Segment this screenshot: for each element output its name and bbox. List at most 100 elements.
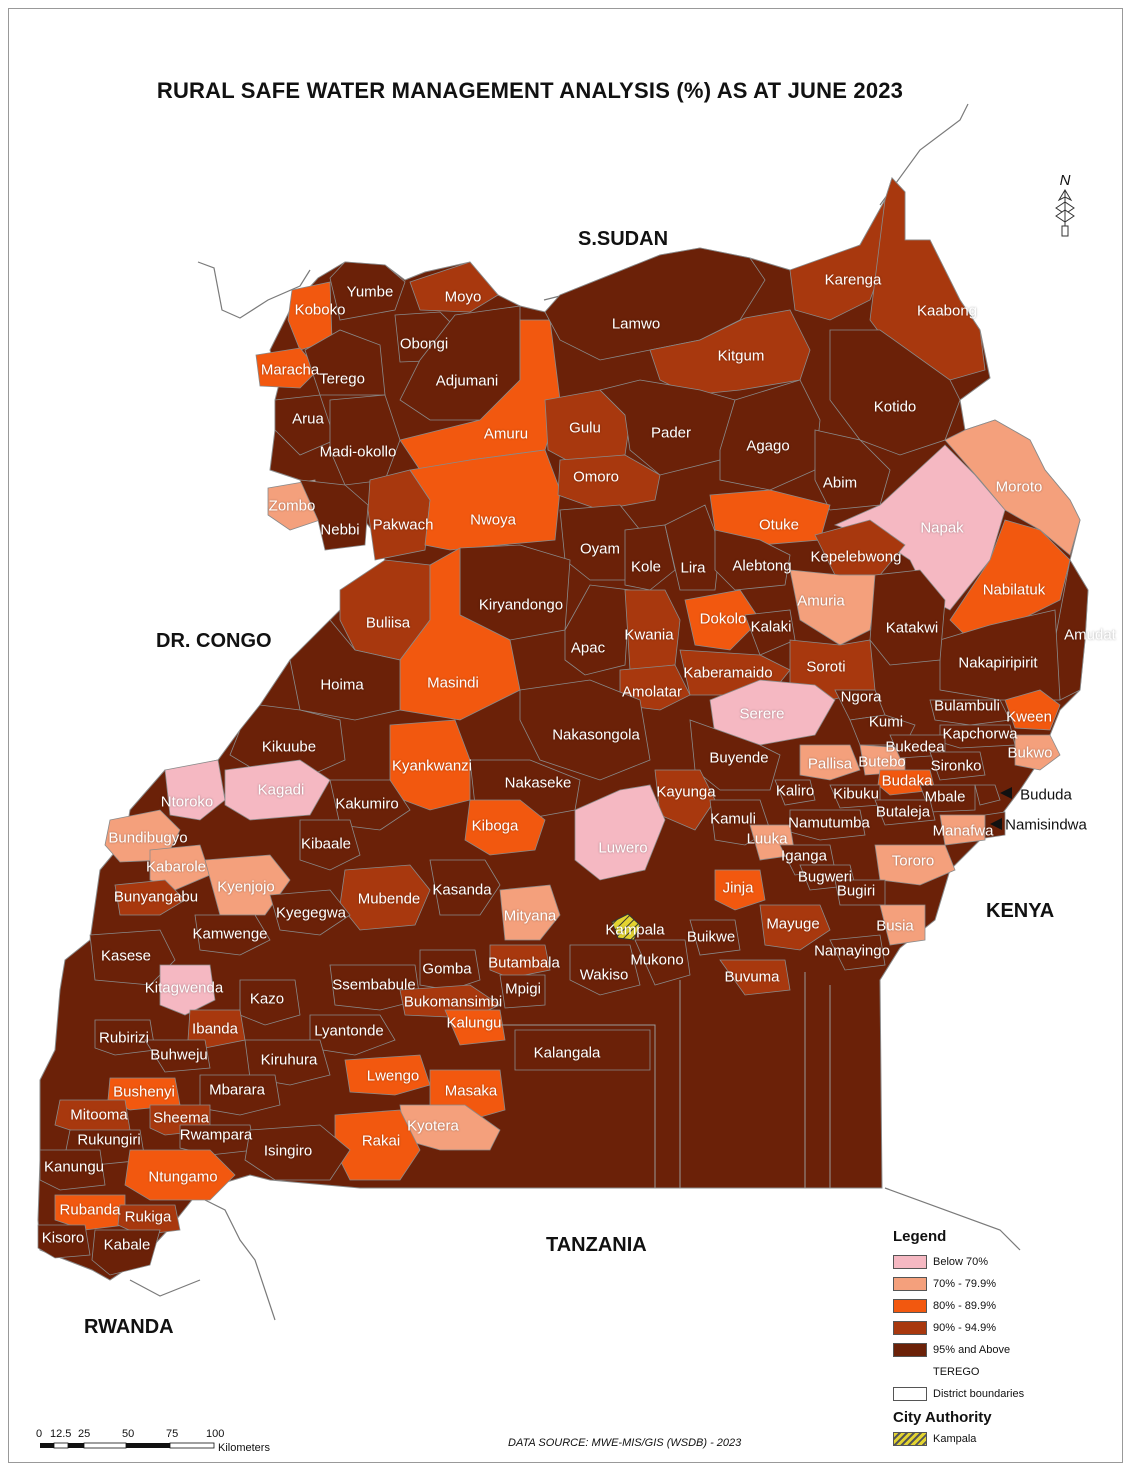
district-label-mbarara: Mbarara [209,1081,265,1099]
district-label-nwoya: Nwoya [470,511,516,529]
district-label-wakiso: Wakiso [579,966,629,984]
district-isingiro [244,1124,351,1181]
district-kiruhura [244,1039,331,1086]
district-label-agago: Agago [746,437,790,455]
district-label-buvuma: Buvuma [724,968,780,986]
district-label-katakwi: Katakwi [885,619,939,637]
district-wakiso [569,944,641,996]
district-kepelebwong [814,519,906,576]
district-ntungamo [124,1149,236,1201]
district-label-pakwach: Pakwach [372,516,434,534]
data-source: DATA SOURCE: MWE-MIS/GIS (WSDB) - 2023 [508,1437,742,1449]
legend-row-90-94: 90% - 94.9% [893,1317,1043,1339]
district-lamwo [544,247,766,361]
country-label-dr-congo: DR. CONGO [156,630,272,652]
district-label-isingiro: Isingiro [263,1142,313,1160]
district-dokolo [684,589,761,651]
legend-label: 70% - 79.9% [933,1278,996,1290]
district-label-moyo: Moyo [444,288,482,306]
district-label-kyenjojo: Kyenjojo [217,878,275,896]
district-label-omoro: Omoro [573,468,619,486]
district-amuria [789,569,881,646]
district-kitagwenda [159,964,216,1016]
district-bududa [974,784,1001,806]
district-busia [879,904,926,946]
district-label-bududa: Bududa [1020,786,1072,804]
district-rubanda [54,1194,126,1231]
district-label-tororo: Tororo [891,852,935,870]
district-kween [1004,689,1061,731]
district-label-adjumani: Adjumani [435,372,499,390]
north-arrow-icon [1055,189,1075,237]
legend-label: District boundaries [933,1388,1025,1400]
district-mukono [634,939,691,986]
district-label-manafwa: Manafwa [932,822,994,840]
district-rwampara [179,1124,256,1156]
district-label-mpigi: Mpigi [505,980,541,998]
district-label-yumbe: Yumbe [346,283,394,301]
scale-bar [40,1442,215,1449]
country-label-s-sudan: S.SUDAN [578,228,669,250]
district-butambala [489,944,551,979]
legend-swatch [893,1343,927,1357]
legend-terego: TEREGO [933,1366,980,1378]
district-label-kibuku: Kibuku [833,785,879,803]
district-label-bugweri: Bugweri [797,868,853,886]
district-label-apac: Apac [570,639,606,657]
legend-row-boundaries: District boundaries [893,1383,1043,1405]
district-arua [274,394,336,456]
district-label-mbale: Mbale [924,788,966,806]
district-manafwa [939,814,986,846]
scale-tick: 12.5 [50,1428,72,1440]
international-borders [129,103,1021,1321]
country-label-tanzania: TANZANIA [546,1234,647,1256]
district-terego [304,329,386,396]
district-label-amolatar: Amolatar [621,683,683,701]
district-ssembabule [329,964,421,1011]
district-label-bushenyi: Bushenyi [113,1083,175,1101]
kampala-area [611,913,641,941]
district-label-napak: Napak [920,519,964,537]
district-kagadi [224,759,331,821]
district-label-ntungamo: Ntungamo [148,1168,218,1186]
district-label-ssembabule: Ssembabule [332,976,416,994]
district-label-soroti: Soroti [806,658,846,676]
district-label-mukono: Mukono [630,951,684,969]
district-butaleja [874,799,936,826]
district-label-sheema: Sheema [153,1109,209,1127]
district-label-mitooma: Mitooma [70,1106,128,1124]
district-label-bundibugyo: Bundibugyo [108,829,188,847]
district-label-kitagwenda: Kitagwenda [144,979,224,997]
district-label-nakapiripirit: Nakapiripirit [958,654,1038,672]
map-frame [8,8,1123,1463]
district-ibanda [187,1009,246,1049]
district-label-kaberamaido: Kaberamaido [683,664,773,682]
district-label-oyam: Oyam [579,540,621,558]
district-label-mityana: Mityana [503,907,557,925]
district-agago [719,379,821,491]
district-label-dokolo: Dokolo [699,610,747,628]
district-label-luwero: Luwero [598,839,648,857]
district-nabilatuk [949,519,1071,641]
district-label-kapchorwa: Kapchorwa [942,725,1018,743]
district-label-kaliro: Kaliro [775,782,815,800]
district-label-kalaki: Kalaki [750,618,792,636]
district-nwoya [409,449,561,551]
district-label-ibanda: Ibanda [192,1020,238,1038]
district-kasanda [429,859,501,916]
legend-label: Below 70% [933,1256,989,1268]
north-label: N [1059,172,1071,189]
district-yumbe [329,261,406,321]
district-label-kamwenge: Kamwenge [192,925,268,943]
legend-swatch-boundary [893,1387,927,1401]
district-label-kiboga: Kiboga [471,817,519,835]
district-label-kamuli: Kamuli [710,810,756,828]
district-sironko [929,751,986,781]
district-kibaale [299,819,361,871]
district-label-kazo: Kazo [249,990,285,1008]
district-kwania [624,589,681,671]
district-nebbi [299,479,369,551]
district-label-amuru: Amuru [483,425,529,443]
district-label-kagadi: Kagadi [257,781,305,799]
district-budaka [877,769,936,796]
